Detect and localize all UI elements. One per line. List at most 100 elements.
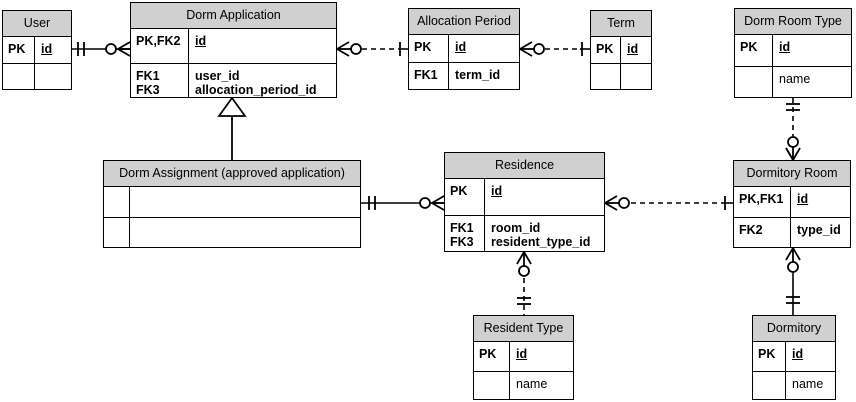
- attribute-column: name: [773, 67, 851, 98]
- key-column: [3, 64, 35, 90]
- entity-section: [591, 63, 651, 90]
- key-label: [758, 377, 781, 391]
- entity-section: PK id: [753, 341, 835, 371]
- attribute-label: [627, 69, 647, 83]
- key-label: PK: [450, 183, 468, 198]
- entity-section: name: [753, 370, 835, 400]
- attribute-label: id: [195, 33, 207, 48]
- relationship-allocation-period-term[interactable]: [519, 41, 590, 57]
- attribute-label: allocation_period_id: [195, 83, 317, 97]
- key-column: PK: [474, 341, 510, 371]
- key-column: PK: [591, 36, 621, 63]
- key-label: PK,FK2: [136, 33, 181, 48]
- attribute-column: type_id: [791, 218, 850, 248]
- entity-section: PK id: [474, 341, 573, 371]
- entity-section: [3, 63, 71, 90]
- relationship-dorm-assignment-inherits-dorm-application[interactable]: [217, 96, 247, 160]
- entity-section: FK1 term_id: [409, 62, 519, 90]
- entity-title-dorm_application: Dorm Application: [131, 3, 336, 29]
- attribute-column: [621, 64, 651, 90]
- key-label: [109, 192, 125, 206]
- key-column: PK: [753, 341, 786, 371]
- key-column: [735, 67, 773, 98]
- relationship-dormitory-room-dormitory[interactable]: [785, 247, 801, 315]
- attribute-label: term_id: [455, 68, 501, 82]
- key-column: [104, 186, 130, 217]
- attribute-column: name: [510, 372, 573, 400]
- key-column: PK: [445, 178, 485, 215]
- entity-section: PK id: [591, 36, 651, 64]
- relationship-residence-resident-type[interactable]: [516, 251, 532, 315]
- entity-title-allocation_period: Allocation Period: [409, 9, 519, 35]
- key-column: PK: [3, 36, 35, 63]
- key-label: FK3: [136, 83, 160, 97]
- attribute-label: id: [455, 39, 467, 54]
- key-label: FK1: [136, 69, 160, 83]
- entity-dorm_assignment[interactable]: Dorm Assignment (approved application): [103, 160, 361, 248]
- entity-section: name: [474, 370, 573, 400]
- entity-section: [104, 217, 360, 248]
- key-column: FK1: [409, 63, 449, 90]
- attribute-column: id: [510, 342, 573, 371]
- attribute-label: [136, 192, 356, 206]
- attribute-label: room_id: [491, 221, 541, 235]
- entity-title-dormitory_room: Dormitory Room: [734, 161, 850, 187]
- relationship-residence-dormitory-room[interactable]: [604, 195, 733, 211]
- attribute-column: id: [773, 35, 851, 67]
- attribute-label: id: [491, 183, 503, 198]
- attribute-label: id: [779, 39, 791, 54]
- key-column: [753, 371, 786, 400]
- attribute-label: [41, 69, 67, 83]
- entity-section: PK,FK2 id: [131, 28, 336, 64]
- attribute-label: user_id: [195, 69, 240, 83]
- entity-section: FK2 type_id: [734, 217, 850, 248]
- key-label: [479, 377, 505, 391]
- attribute-column: id: [449, 35, 519, 63]
- attribute-label: resident_type_id: [491, 235, 591, 249]
- relationship-dorm-assignment-residence[interactable]: [361, 195, 445, 211]
- key-column: FK2: [734, 218, 791, 248]
- key-label: PK: [740, 39, 758, 54]
- attribute-column: [130, 218, 360, 248]
- attribute-label: id: [792, 346, 804, 361]
- attribute-column: id: [621, 37, 651, 64]
- attribute-label: id: [516, 346, 528, 361]
- relationship-dorm-application-allocation-period[interactable]: [336, 41, 408, 57]
- attribute-column: [35, 64, 71, 90]
- key-label: PK: [414, 39, 432, 54]
- attribute-label: name: [792, 376, 824, 391]
- key-column: PK,FK1: [734, 186, 791, 217]
- attribute-column: id: [189, 29, 336, 64]
- attribute-label: type_id: [797, 223, 841, 237]
- key-label: [8, 69, 30, 83]
- key-column: PK: [735, 34, 773, 66]
- key-column: PK,FK2: [131, 28, 189, 63]
- key-label: PK: [479, 346, 497, 361]
- key-label: FK3: [450, 235, 474, 249]
- attribute-column: name: [786, 372, 835, 400]
- relationship-user-dorm-application[interactable]: [72, 41, 131, 57]
- relationship-dorm-room-type-dormitory-room[interactable]: [785, 98, 801, 161]
- entity-section: PK id: [445, 178, 604, 215]
- entity-title-dorm_assignment: Dorm Assignment (approved application): [104, 161, 360, 187]
- attribute-label: id: [627, 41, 639, 56]
- entity-section: PK id: [735, 34, 851, 67]
- attribute-column: id: [35, 37, 71, 64]
- attribute-column: id: [791, 187, 850, 218]
- key-label: [109, 223, 125, 237]
- key-column: [474, 371, 510, 400]
- entity-section: PK id: [409, 34, 519, 63]
